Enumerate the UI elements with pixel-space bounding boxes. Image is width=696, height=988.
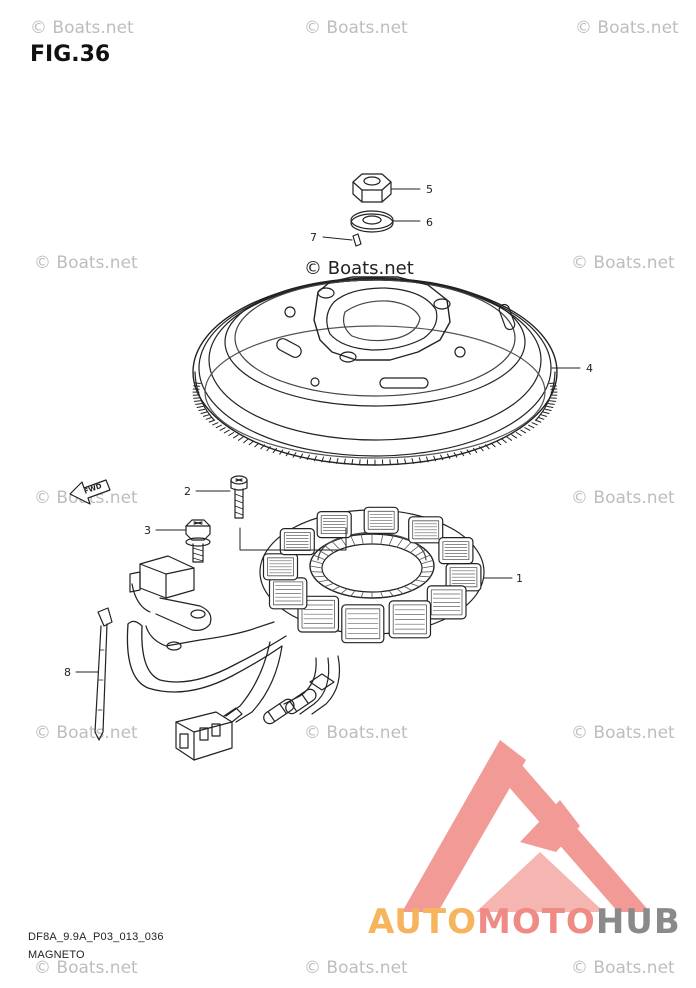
watermark: © Boats.net (34, 958, 138, 978)
figure-code: DF8A_9.9A_P03_013_036 (28, 931, 164, 943)
figure-title: FIG.36 (30, 42, 111, 67)
stator-pole (316, 511, 352, 539)
watermark: © Boats.net (571, 488, 675, 508)
watermark: © Boats.net (304, 958, 408, 978)
flywheel (192, 276, 558, 466)
wire-harness (126, 620, 341, 723)
figure-caption: MAGNETO (28, 949, 85, 961)
watermark: © Boats.net (571, 253, 675, 273)
bullet-connectors (263, 673, 335, 725)
watermark: © Boats.net (304, 723, 408, 743)
callout-4: 4 (586, 362, 593, 375)
stator-pole (363, 506, 399, 534)
callout-2: 2 (184, 485, 191, 498)
watermark: © Boats.net (34, 253, 138, 273)
callout-7: 7 (310, 231, 317, 244)
watermark: © Boats.net (575, 18, 679, 38)
watermark: © Boats.net (571, 958, 675, 978)
coupler-connector (175, 707, 243, 761)
stator (259, 506, 485, 644)
watermark-center: © Boats.net (304, 258, 414, 279)
flywheel-key (352, 233, 362, 247)
automotohub-logo-icon (402, 740, 650, 912)
nut (352, 173, 392, 203)
leader-lines (75, 188, 581, 673)
stator-pole (268, 577, 308, 610)
callout-6: 6 (426, 216, 433, 229)
callout-8: 8 (64, 666, 71, 679)
stator-pole (388, 600, 432, 639)
stator-pole (262, 553, 299, 581)
stator-pole (297, 595, 340, 633)
stator-pole (341, 604, 385, 644)
callout-1: 1 (516, 572, 523, 585)
cable-tie (94, 607, 113, 741)
callout-5: 5 (426, 183, 433, 196)
watermark: © Boats.net (571, 723, 675, 743)
watermark: © Boats.net (34, 723, 138, 743)
callout-3: 3 (144, 524, 151, 537)
stator-pole (426, 585, 467, 620)
brand-moto: MOTO (476, 902, 596, 942)
pickup-bolt (185, 519, 211, 563)
brand-auto: AUTO (368, 902, 477, 942)
stator-screw (230, 475, 248, 519)
brand-wordmark: AUTOMOTOHUB (368, 902, 681, 942)
watermark: © Boats.net (304, 18, 408, 38)
stator-pole (279, 527, 315, 556)
watermark: © Boats.net (30, 18, 134, 38)
stator-pole (438, 536, 474, 565)
forward-direction-arrow (69, 479, 111, 505)
pulser-coil (129, 555, 212, 631)
stator-pole (408, 516, 444, 544)
brand-hub: HUB (595, 902, 681, 942)
washer (350, 210, 394, 233)
